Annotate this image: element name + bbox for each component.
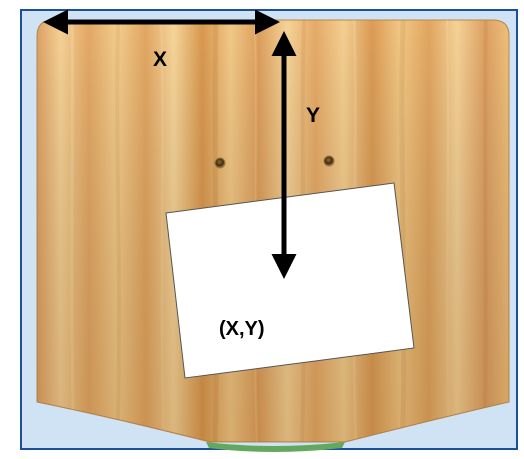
white-paper-sheet [165, 182, 415, 379]
mounting-hole-left [214, 157, 226, 169]
y-label: Y [306, 104, 321, 127]
bottom-green-lip [206, 442, 345, 452]
x-label: X [153, 48, 168, 71]
xy-coordinate-label: (X,Y) [219, 318, 265, 340]
mounting-hole-right [323, 155, 335, 167]
